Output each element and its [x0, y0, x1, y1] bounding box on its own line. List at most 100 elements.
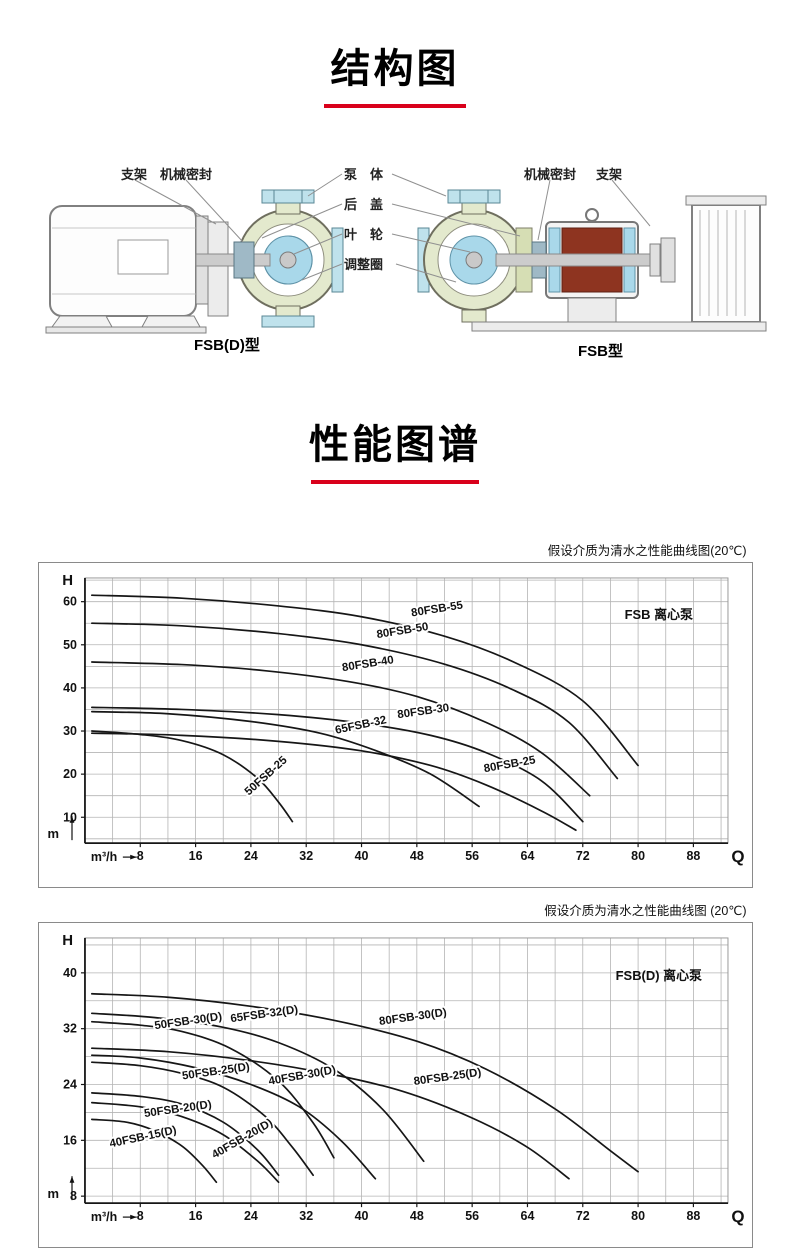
svg-text:m: m	[47, 1186, 59, 1201]
structure-section-header: 结构图	[0, 0, 790, 108]
svg-text:50FSB-20(D): 50FSB-20(D)	[143, 1099, 212, 1120]
motor	[45, 205, 207, 334]
svg-text:64: 64	[520, 849, 534, 863]
label-bracket-left: 支架	[121, 167, 148, 182]
svg-text:80FSB-40: 80FSB-40	[341, 654, 394, 674]
svg-text:32: 32	[63, 1022, 77, 1036]
svg-text:24: 24	[63, 1077, 77, 1091]
curve-80FSB-40	[90, 661, 591, 797]
leader-lines	[134, 173, 651, 283]
svg-text:32: 32	[299, 849, 313, 863]
svg-text:m³/h: m³/h	[90, 850, 116, 864]
curve-50FSB-25	[90, 730, 293, 823]
svg-text:65FSB-32(D): 65FSB-32(D)	[229, 1004, 298, 1025]
performance-section-header: 性能图谱	[0, 358, 790, 484]
svg-text:16: 16	[188, 1209, 202, 1223]
svg-text:40: 40	[354, 849, 368, 863]
caption-fsb-type: FSB型	[578, 343, 624, 360]
svg-text:16: 16	[63, 1133, 77, 1147]
svg-text:50FSB-25: 50FSB-25	[242, 754, 289, 798]
label-pump-body: 泵 体	[344, 167, 384, 182]
curve-80FSB-55	[90, 594, 639, 767]
svg-text:80FSB-50: 80FSB-50	[375, 621, 428, 641]
pump-structure-drawing	[45, 173, 767, 334]
pump-left	[195, 189, 344, 328]
caption-fsbd-type: FSB(D)型	[194, 337, 260, 354]
svg-text:72: 72	[575, 1209, 589, 1223]
support-stand	[471, 195, 767, 332]
svg-text:88: 88	[686, 849, 700, 863]
label-bracket-right: 支架	[596, 167, 623, 182]
curve-80FSB-25	[90, 732, 577, 832]
svg-text:m: m	[47, 826, 59, 841]
svg-text:40: 40	[63, 681, 77, 695]
svg-text:40FSB-20(D): 40FSB-20(D)	[209, 1117, 274, 1162]
svg-text:Q: Q	[731, 1207, 744, 1226]
curves	[90, 594, 639, 832]
svg-text:8: 8	[136, 1209, 143, 1223]
svg-text:80FSB-30: 80FSB-30	[396, 702, 449, 721]
label-rear-cover: 后 盖	[344, 197, 384, 212]
label-impeller: 叶 轮	[344, 227, 384, 242]
curve-40FSB-20(D)	[90, 1101, 279, 1184]
svg-text:60: 60	[63, 595, 77, 609]
svg-text:24: 24	[243, 1209, 257, 1223]
performance-title: 性能图谱	[309, 423, 481, 467]
curve-65FSB-32(D)	[90, 1012, 425, 1163]
svg-text:56: 56	[465, 1209, 479, 1223]
bearing-frame	[495, 208, 676, 323]
svg-text:H: H	[62, 572, 73, 589]
svg-text:40: 40	[63, 966, 77, 980]
fsb-chart-note: 假设介质为清水之性能曲线图(20℃)	[547, 544, 747, 558]
curve-labels: 80FSB-30(D)65FSB-32(D)50FSB-30(D)80FSB-2…	[106, 968, 701, 1164]
svg-text:8: 8	[136, 849, 143, 863]
svg-text:20: 20	[63, 767, 77, 781]
svg-text:72: 72	[575, 849, 589, 863]
svg-text:80FSB-55: 80FSB-55	[410, 599, 464, 619]
curve-50FSB-25(D)	[90, 1061, 314, 1177]
svg-text:40FSB-15(D): 40FSB-15(D)	[108, 1124, 177, 1150]
fsbd-chart-note: 假设介质为清水之性能曲线图 (20℃)	[544, 904, 747, 918]
svg-text:50: 50	[63, 638, 77, 652]
svg-text:40: 40	[354, 1209, 368, 1223]
svg-text:Q: Q	[731, 847, 744, 866]
svg-text:m³/h: m³/h	[90, 1210, 116, 1224]
svg-text:48: 48	[409, 1209, 423, 1223]
svg-text:88: 88	[686, 1209, 700, 1223]
curve-65FSB-32	[90, 710, 480, 808]
pump-right	[417, 189, 525, 323]
structure-title-underline	[324, 104, 466, 108]
curve-80FSB-30(D)	[90, 992, 639, 1173]
performance-title-underline	[311, 480, 479, 484]
svg-text:65FSB-32: 65FSB-32	[334, 714, 388, 737]
svg-text:16: 16	[188, 849, 202, 863]
label-adjusting-ring: 调整圈	[344, 257, 384, 272]
svg-text:8: 8	[70, 1189, 77, 1203]
curve-50FSB-30(D)	[90, 1020, 335, 1159]
svg-text:48: 48	[409, 849, 423, 863]
label-mechanical-seal-left: 机械密封	[160, 167, 213, 182]
svg-text:50FSB-25(D): 50FSB-25(D)	[181, 1061, 250, 1082]
curve-80FSB-50	[90, 622, 618, 780]
curve-40FSB-15(D)	[90, 1118, 217, 1184]
curve-80FSB-25(D)	[90, 1047, 570, 1180]
curve-50FSB-20(D)	[90, 1092, 279, 1177]
svg-text:80: 80	[631, 1209, 645, 1223]
pump-structure-diagram: 支架 机械密封 泵 体 后 盖 叶 轮 调整圈 机械密封 支架 FSB(D)型 …	[0, 144, 790, 360]
svg-text:FSB 离心泵: FSB 离心泵	[624, 607, 692, 622]
svg-text:32: 32	[299, 1209, 313, 1223]
svg-text:24: 24	[243, 849, 257, 863]
svg-text:H: H	[62, 932, 73, 949]
svg-text:30: 30	[63, 724, 77, 738]
curves	[90, 992, 639, 1184]
svg-text:FSB(D) 离心泵: FSB(D) 离心泵	[615, 968, 701, 983]
svg-text:56: 56	[465, 849, 479, 863]
